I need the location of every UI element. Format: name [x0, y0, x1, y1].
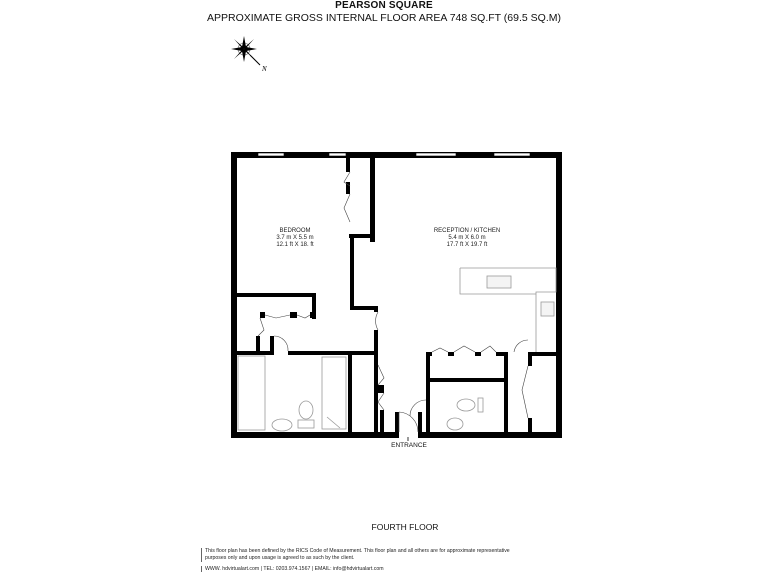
compass-rose-icon: N [231, 36, 267, 73]
kitchen-counter [459, 267, 557, 352]
contact-text: WWW. hdvirtualart.com | TEL: 0203.974.15… [201, 566, 384, 572]
windows [257, 152, 531, 157]
walls [231, 152, 562, 438]
room-name: BEDROOM [279, 228, 311, 234]
property-title: PEARSON SQUARE [335, 0, 433, 11]
room-metric: 3.7 m X 5.5 m [276, 235, 314, 241]
doors [257, 171, 529, 433]
north-label: N [261, 65, 267, 73]
room-metric: 5.4 m X 6.0 m [448, 235, 486, 241]
entrance-label: ENTRANCE [391, 442, 427, 449]
room-imperial: 12.1 ft X 18. ft [276, 242, 314, 248]
room-name: RECEPTION / KITCHEN [433, 228, 501, 234]
bathroom-fixtures [237, 355, 484, 432]
room-reception-kitchen: RECEPTION / KITCHEN 5.4 m X 6.0 m 17.7 f… [412, 228, 522, 249]
room-bedroom: BEDROOM 3.7 m X 5.5 m 12.1 ft X 18. ft [255, 228, 335, 249]
floor-area-subtitle: APPROXIMATE GROSS INTERNAL FLOOR AREA 74… [207, 12, 561, 24]
disclaimer-text: This floor plan has been defined by the … [201, 548, 515, 562]
room-imperial: 17.7 ft X 19.7 ft [446, 242, 488, 248]
floor-label: FOURTH FLOOR [371, 522, 439, 532]
